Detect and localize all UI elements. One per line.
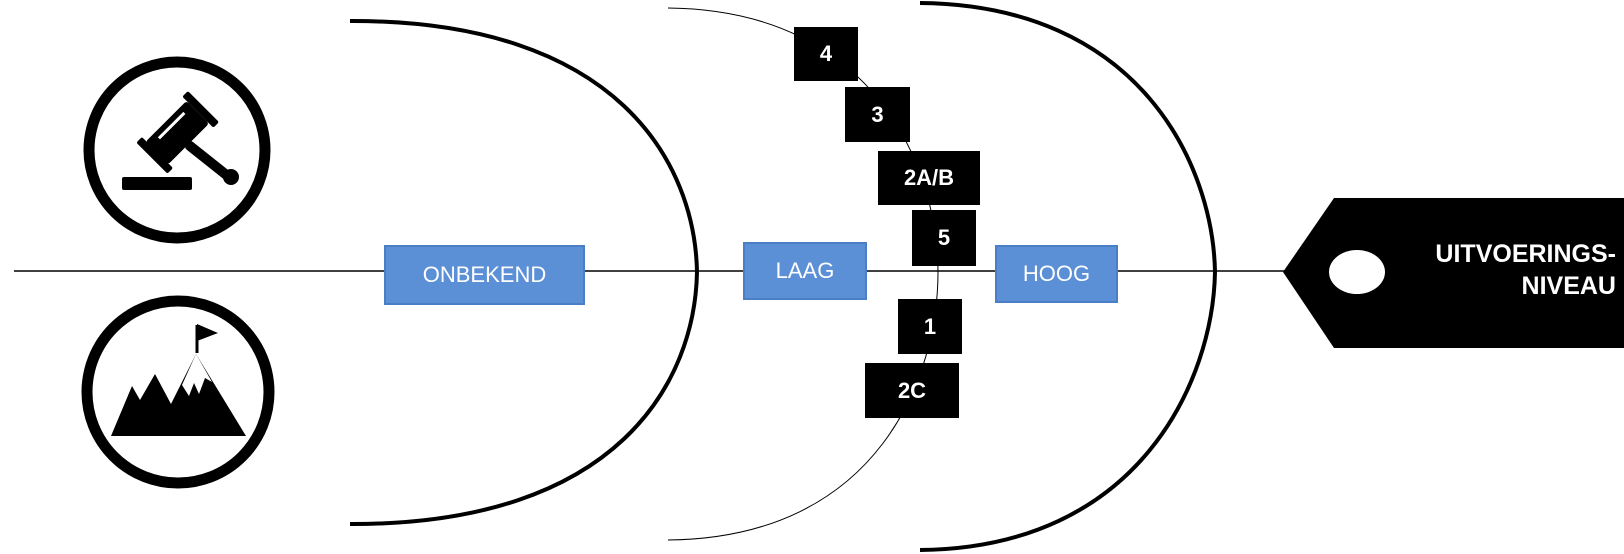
- arc-onbekend: [349, 18, 700, 527]
- item-box-2ab: 2A/B: [878, 151, 980, 205]
- axis-label-line1: UITVOERINGS-: [1435, 240, 1616, 268]
- zone-laag: LAAG: [743, 242, 867, 300]
- item-box-4: 4: [794, 27, 858, 81]
- axis-label-line2: NIVEAU: [1521, 272, 1616, 300]
- zone-onbekend: ONBEKEND: [384, 245, 585, 305]
- mountain-flag-icon: [81, 295, 275, 489]
- arc-hoog: [919, 1, 1218, 552]
- tag-hole: [1329, 250, 1385, 294]
- gavel-icon: [83, 56, 271, 244]
- zone-hoog: HOOG: [995, 245, 1118, 303]
- item-box-1: 1: [898, 299, 962, 354]
- axis-tag: [1283, 198, 1624, 348]
- axis-label: UITVOERINGS- NIVEAU: [1398, 238, 1616, 302]
- item-box-3: 3: [845, 87, 910, 142]
- item-box-5: 5: [912, 210, 976, 266]
- item-box-2c: 2C: [865, 363, 959, 418]
